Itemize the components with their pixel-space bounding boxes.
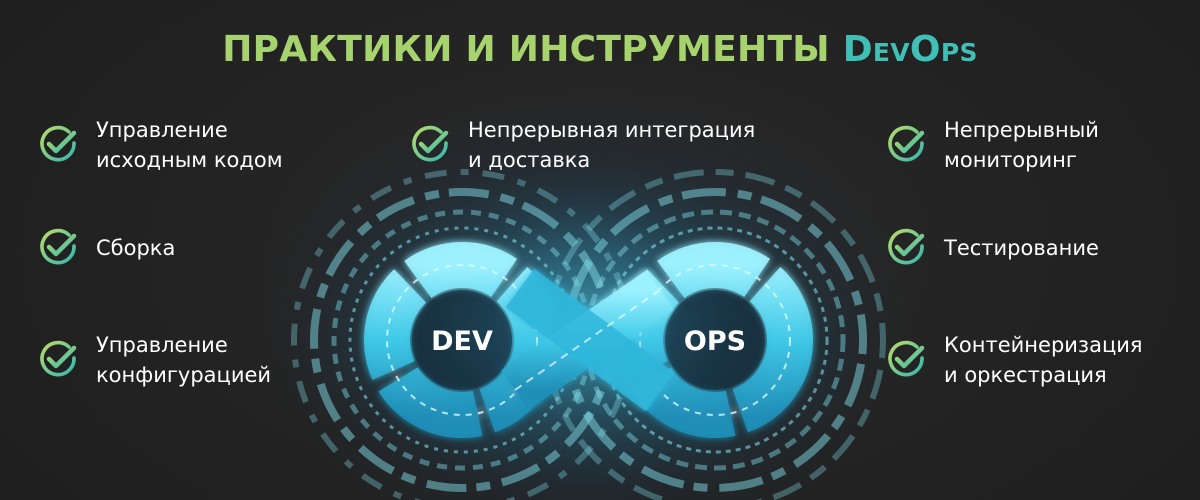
infinity-crossing — [501, 268, 675, 412]
practice-item-ci-cd: Непрерывная интеграция и доставка — [408, 115, 755, 175]
practice-label: Управление конфигурацией — [96, 333, 272, 387]
check-circle-icon — [884, 226, 928, 270]
practice-label: Сборка — [96, 236, 176, 260]
check-circle-icon — [36, 338, 80, 382]
practice-label: Непрерывная интеграция и доставка — [468, 118, 756, 172]
page-title: ПРАКТИКИ И ИНСТРУМЕНТЫ DevOps — [0, 24, 1200, 76]
practice-item-containers: Контейнеризация и оркестрация — [884, 330, 1143, 390]
left-ring-band — [364, 242, 560, 438]
check-circle-icon — [36, 123, 80, 167]
practice-label: Тестирование — [944, 236, 1099, 260]
title-prefix: ПРАКТИКИ И ИНСТРУМЕНТЫ — [222, 29, 843, 70]
practice-item-configuration: Управление конфигурацией — [36, 330, 271, 390]
right-ring-band — [617, 242, 813, 438]
ops-label: OPS — [684, 326, 746, 357]
title-devops: DevOps — [842, 29, 978, 70]
check-circle-icon — [884, 123, 928, 167]
check-circle-icon — [884, 338, 928, 382]
right-hub — [665, 290, 765, 390]
practice-item-monitoring: Непрерывный мониторинг — [884, 115, 1099, 175]
practice-item-source-control: Управление исходным кодом — [36, 115, 283, 175]
check-circle-icon — [36, 226, 80, 270]
practice-item-testing: Тестирование — [884, 226, 1099, 270]
practice-label: Управление исходным кодом — [96, 118, 283, 172]
dev-label: DEV — [431, 326, 493, 357]
practice-label: Контейнеризация и оркестрация — [944, 333, 1143, 387]
left-hub — [412, 290, 512, 390]
practice-label: Непрерывный мониторинг — [944, 118, 1099, 172]
practice-item-build: Сборка — [36, 226, 175, 270]
check-circle-icon — [408, 123, 452, 167]
